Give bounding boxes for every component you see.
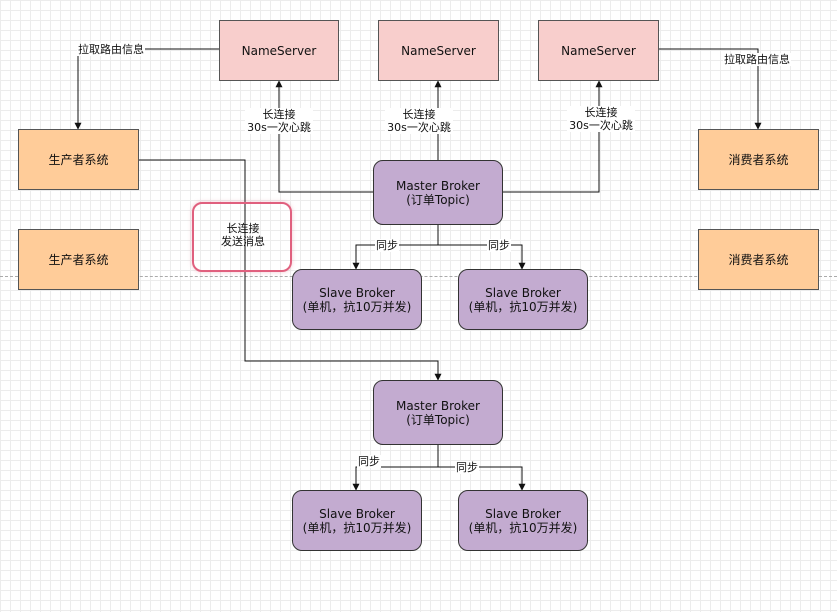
edge-producer-fetch-route [74,48,219,130]
edge-sync-2 [438,244,526,270]
edge-sync-3 [352,445,439,491]
master-broker-1[interactable]: Master Broker (订单Topic) [373,160,503,225]
name-server-1[interactable]: NameServer [219,20,339,81]
label-sync-4: 同步 [455,461,479,474]
name-server-3[interactable]: NameServer [538,20,659,81]
consumer-system-2[interactable]: 消费者系统 [698,229,819,290]
slave-broker-4[interactable]: Slave Broker (单机，抗10万并发) [458,490,588,551]
label-sync-3: 同步 [357,455,381,468]
label-send-message: 长连接 发送消息 [221,222,265,248]
label-heartbeat-3: 长连接 30s一次心跳 [567,106,635,132]
consumer-system-1[interactable]: 消费者系统 [698,129,819,190]
edge-send-message [139,159,442,381]
edge-heartbeat-3 [503,80,603,193]
label-fetch-route-right: 拉取路由信息 [723,53,791,66]
slave-broker-3[interactable]: Slave Broker (单机，抗10万并发) [292,490,422,551]
edge-consumer-fetch-route [659,48,762,130]
producer-system-2[interactable]: 生产者系统 [18,229,139,290]
label-heartbeat-2: 长连接 30s一次心跳 [385,108,453,134]
slave-broker-1[interactable]: Slave Broker (单机，抗10万并发) [292,269,422,330]
label-sync-1: 同步 [375,239,399,252]
slave-broker-2[interactable]: Slave Broker (单机，抗10万并发) [458,269,588,330]
label-sync-2: 同步 [487,239,511,252]
name-server-2[interactable]: NameServer [378,20,499,81]
master-broker-2[interactable]: Master Broker (订单Topic) [373,380,503,445]
edge-heartbeat-1 [275,80,373,193]
producer-system-1[interactable]: 生产者系统 [18,129,139,190]
highlight-box [192,202,292,272]
label-heartbeat-1: 长连接 30s一次心跳 [245,108,313,134]
edge-sync-4 [438,466,526,491]
label-fetch-route-left: 拉取路由信息 [77,43,145,56]
